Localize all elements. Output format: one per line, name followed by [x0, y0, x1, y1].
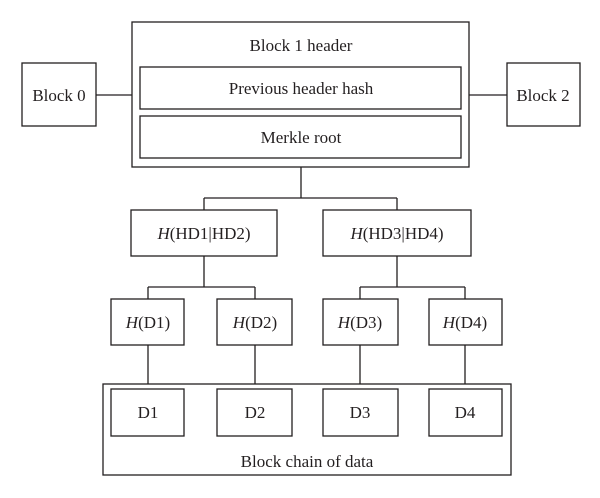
block-1-header: Block 1 header Previous header hash Merk…	[131, 21, 470, 168]
data-block-label: D3	[350, 403, 371, 422]
data-block-label: D2	[245, 403, 266, 422]
header-title: Block 1 header	[250, 36, 353, 55]
hash-node-label: H(HD3|HD4)	[349, 224, 443, 243]
data-block-label: D4	[455, 403, 476, 422]
data-block-label: D1	[138, 403, 159, 422]
merkle-root-label: Merkle root	[261, 128, 342, 147]
hash-node-d1: H(D1)	[110, 298, 185, 346]
data-block-d2: D2	[216, 388, 293, 437]
previous-hash-box	[139, 66, 462, 110]
hash-node-label: H(D1)	[125, 313, 170, 332]
data-block-d4: D4	[428, 388, 503, 437]
block-0: Block 0	[21, 62, 97, 127]
data-container-label: Block chain of data	[241, 452, 374, 471]
connectors	[96, 94, 507, 389]
hash-node-hd1-hd2: H(HD1|HD2)	[130, 209, 278, 257]
hash-node-d3: H(D3)	[322, 298, 399, 346]
hash-node-d4: H(D4)	[428, 298, 503, 346]
previous-hash-label: Previous header hash	[229, 79, 374, 98]
hash-node-d2: H(D2)	[216, 298, 293, 346]
data-block-d1: D1	[110, 388, 185, 437]
hash-node-label: H(D3)	[337, 313, 382, 332]
hash-node-hd3-hd4: H(HD3|HD4)	[322, 209, 472, 257]
block-2: Block 2	[506, 62, 581, 127]
hash-node-label: H(HD1|HD2)	[156, 224, 250, 243]
hash-node-label: H(D2)	[232, 313, 277, 332]
hash-node-label: H(D4)	[442, 313, 487, 332]
merkle-root-box	[139, 115, 462, 159]
data-block-d3: D3	[322, 388, 399, 437]
block-2-label: Block 2	[516, 86, 569, 105]
block-0-label: Block 0	[32, 86, 85, 105]
